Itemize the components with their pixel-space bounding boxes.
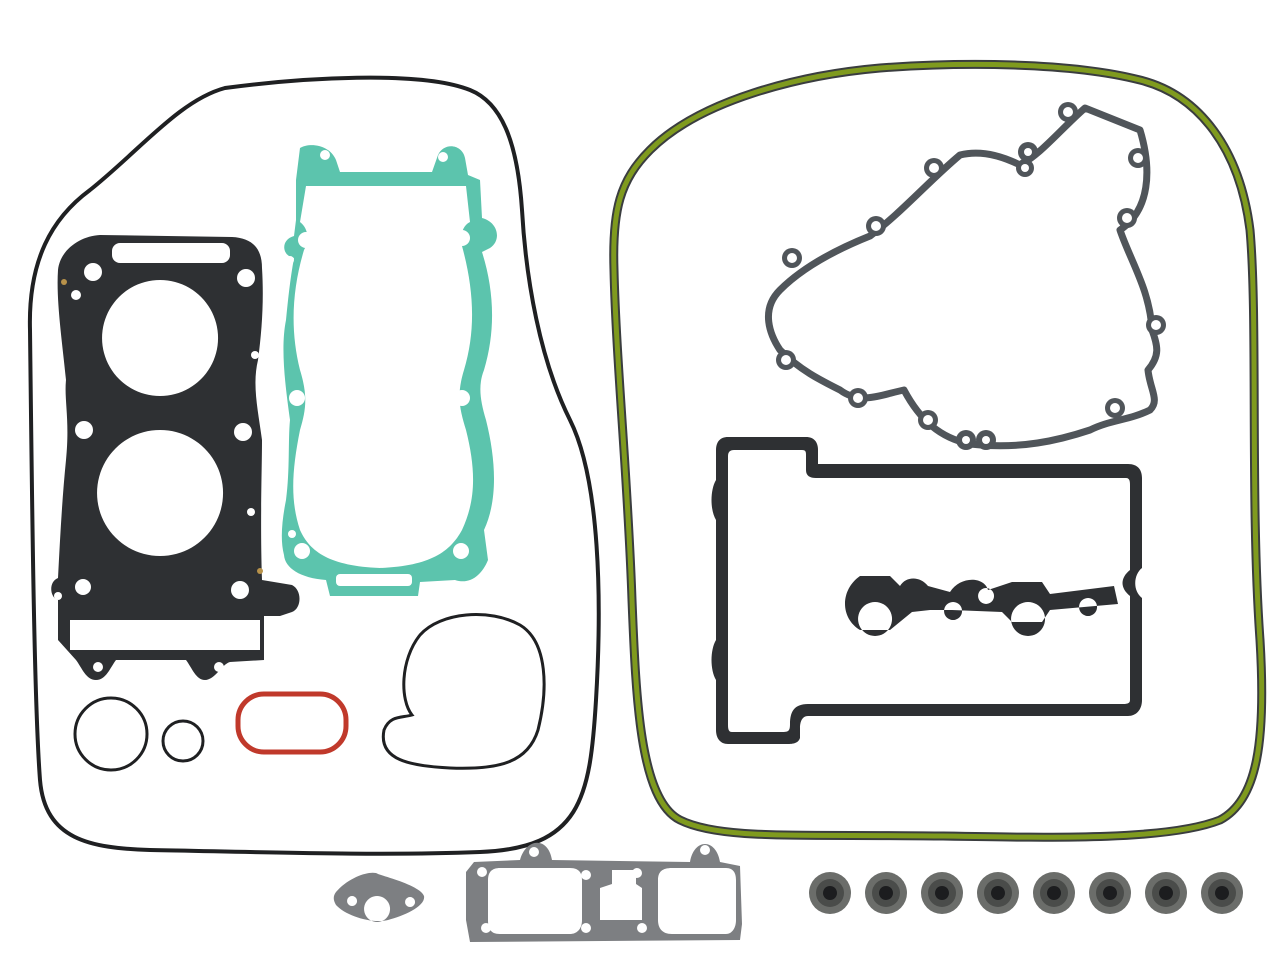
valve-cover-gasket	[711, 437, 1142, 744]
cylinder-head-gasket	[51, 235, 300, 680]
valve-stem-seals	[809, 872, 1243, 914]
cylinder-base-gasket	[281, 145, 497, 596]
valve-stem-seal	[865, 872, 907, 914]
valve-stem-seal	[1033, 872, 1075, 914]
valve-stem-seal	[1089, 872, 1131, 914]
valve-stem-seal	[809, 872, 851, 914]
stator-cover-gasket	[764, 102, 1166, 450]
exhaust-manifold-gasket	[466, 842, 742, 942]
valve-stem-seal	[921, 872, 963, 914]
large-black-cover-seal	[27, 75, 601, 856]
valve-stem-seal	[977, 872, 1019, 914]
red-oval-seal	[235, 691, 349, 755]
o-ring-large	[73, 696, 149, 772]
large-green-cover-seal	[609, 59, 1267, 842]
pump-cover-o-ring	[381, 613, 546, 770]
small-flange-gasket	[333, 872, 425, 922]
spark-plug-well-gasket	[845, 576, 1118, 636]
o-ring-small	[161, 719, 205, 763]
valve-stem-seal	[1145, 872, 1187, 914]
valve-stem-seal	[1201, 872, 1243, 914]
